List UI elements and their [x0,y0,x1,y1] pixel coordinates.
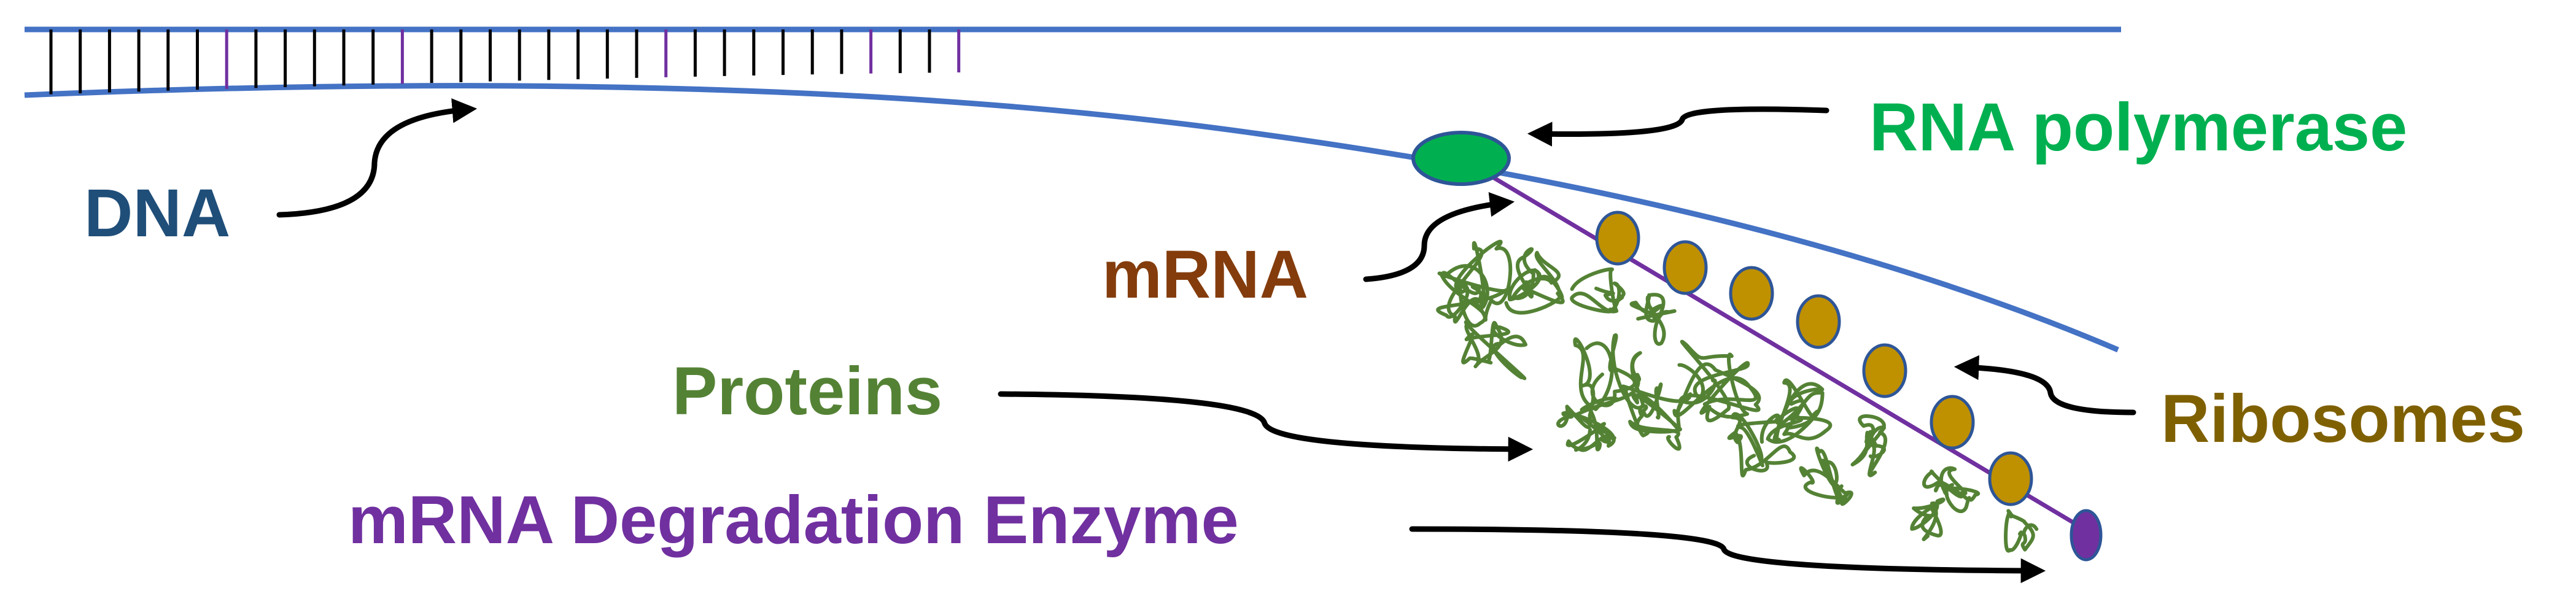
ribosomes-arrow [1953,355,2136,415]
protein-icon [1504,247,1565,315]
rna-polymerase-icon [1411,131,1511,186]
protein-icon [1850,414,1887,477]
protein-icon [1570,267,1626,314]
ribosome-icon [1662,240,1708,295]
rna-polymerase-label: RNA polymerase [1869,90,2407,165]
protein-icon [1922,466,1980,514]
proteins-arrow [998,391,1534,462]
protein-icon [1556,333,1645,429]
dna-arrow [276,98,478,218]
protein-icon [1436,239,1513,328]
mrna-arrow [1363,192,1515,282]
ribosomes-label: Ribosomes [2161,381,2525,457]
protein-icon [2004,509,2039,553]
enzyme-arrow [1409,526,2046,584]
degradation-enzyme-label: mRNA Degradation Enzyme [348,482,1239,558]
protein-icon [1672,339,1761,422]
ribosome-icon [1930,395,1975,450]
protein-icon [1461,320,1527,381]
protein-icon [1629,293,1677,346]
protein-icon [1621,382,1693,451]
proteins-group [1436,239,2039,553]
protein-icon [1799,446,1853,506]
proteins-label: Proteins [672,354,942,429]
degradation-enzyme-icon [2070,509,2103,562]
ribosomes-group [1595,211,2033,506]
protein-icon [1727,412,1796,477]
dna-bottom-strand [24,83,2119,353]
dna-label: DNA [84,176,230,251]
ribosome-icon [1595,211,1640,266]
dna-helix [24,26,2121,353]
ribosome-icon [1988,451,2033,506]
dna-base-pairs [49,29,961,95]
arrows [276,98,2136,584]
ribosome-icon [1796,294,1841,349]
rna-polymerase-arrow [1527,106,1829,147]
protein-icon [1766,378,1833,444]
protein-icon [1910,497,1946,541]
mrna-label: mRNA [1102,237,1308,312]
mrna-strand [1460,156,2085,531]
protein-icon [1565,396,1620,452]
ribosome-icon [1862,343,1907,398]
ribosome-icon [1729,266,1774,321]
